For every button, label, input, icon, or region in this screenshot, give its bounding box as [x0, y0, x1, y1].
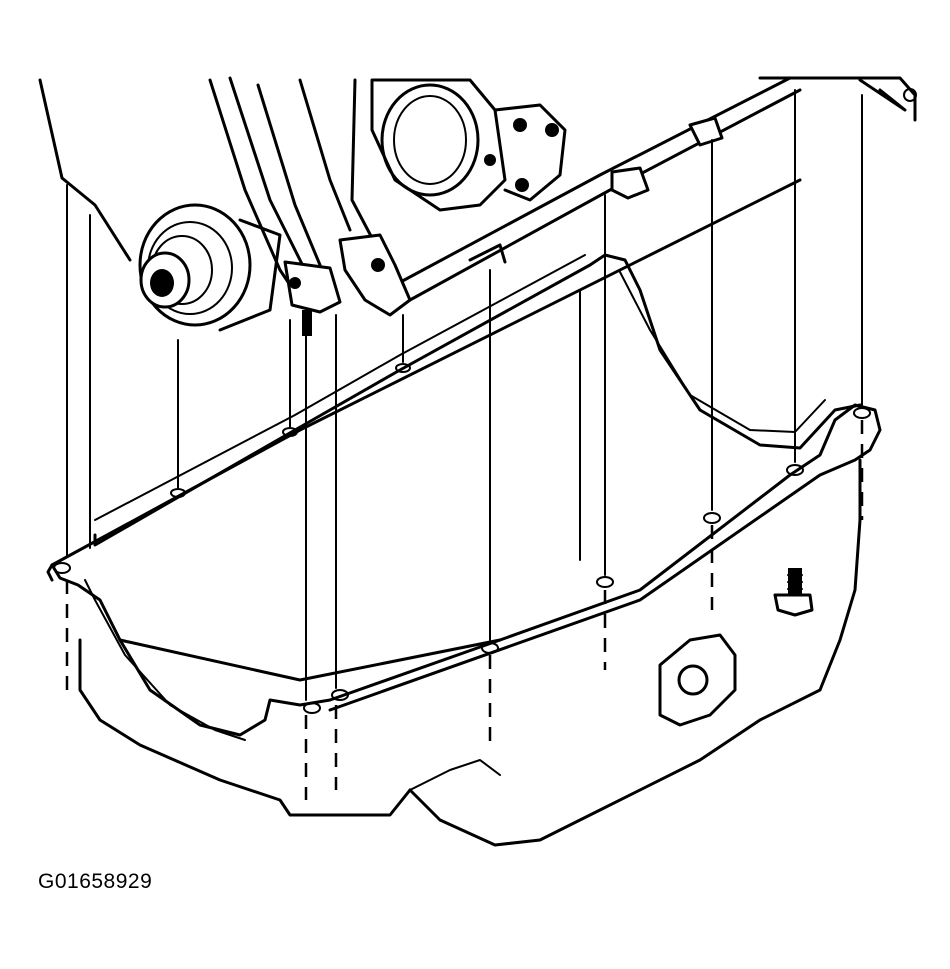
oil-pan-gasket: [93, 253, 862, 547]
oil-pan-bolt: [773, 568, 814, 617]
oil-pan: [46, 178, 882, 847]
bolt-alignment-lines: [65, 89, 864, 800]
mounting-bracket: [283, 233, 412, 336]
engine-block: [38, 76, 917, 302]
crankshaft-pulley: [138, 203, 282, 332]
figure-id-label: G01658929: [38, 870, 153, 893]
bolt-holes: [53, 363, 871, 714]
